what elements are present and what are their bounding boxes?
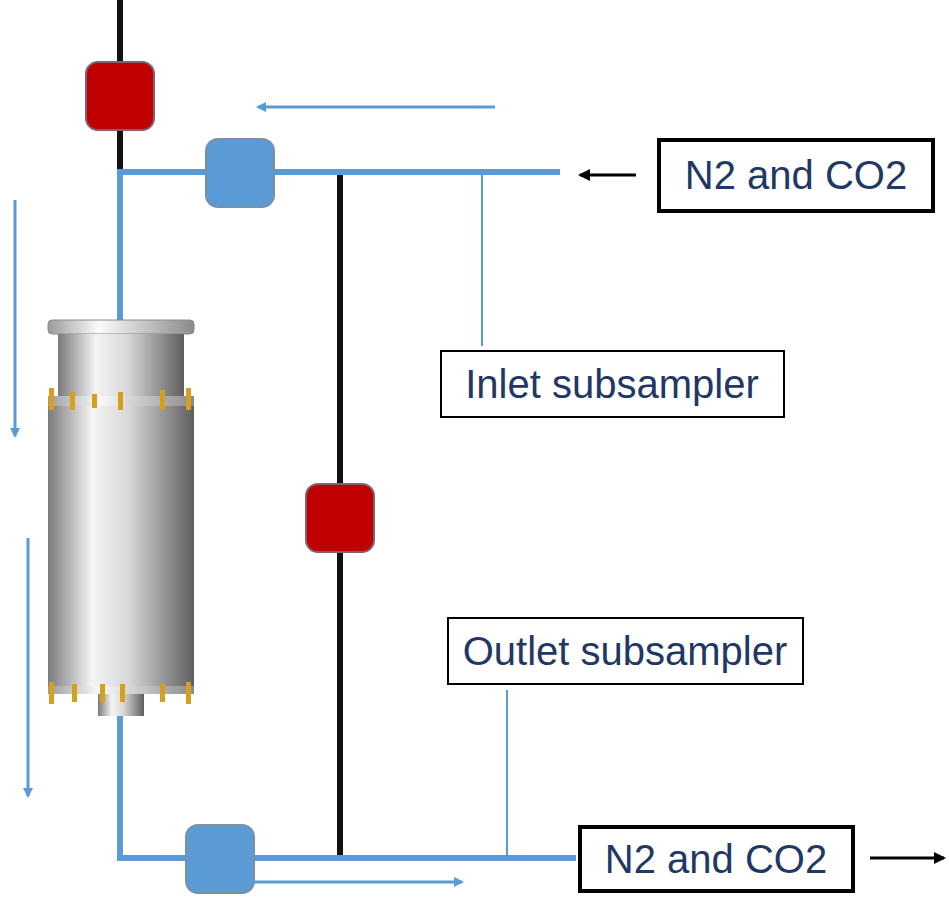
callout-box: Outlet subsampler [447, 617, 804, 685]
leader-line [506, 690, 508, 856]
gas-outlet-box: N2 and CO2 [578, 825, 855, 893]
flow-arrow [14, 200, 17, 436]
inlet-pipe [120, 172, 560, 322]
box-label: Outlet subsampler [463, 629, 788, 673]
box-label: N2 and CO2 [685, 153, 907, 197]
box-label: N2 and CO2 [605, 837, 827, 881]
flow-arrow [27, 538, 30, 796]
leader-line [481, 175, 483, 346]
flow-arrow [235, 881, 462, 884]
gas-in-arrow [580, 174, 636, 177]
blue-valve [206, 139, 274, 207]
red-valve [306, 484, 374, 552]
box-label: Inlet subsampler [465, 362, 758, 406]
sample-cylinder [48, 320, 194, 716]
callout-box: Inlet subsampler [440, 350, 785, 418]
flow-arrow [258, 106, 495, 109]
gas-inlet-box: N2 and CO2 [657, 138, 935, 213]
red-valve [86, 62, 154, 130]
gas-out-arrow [870, 857, 944, 860]
